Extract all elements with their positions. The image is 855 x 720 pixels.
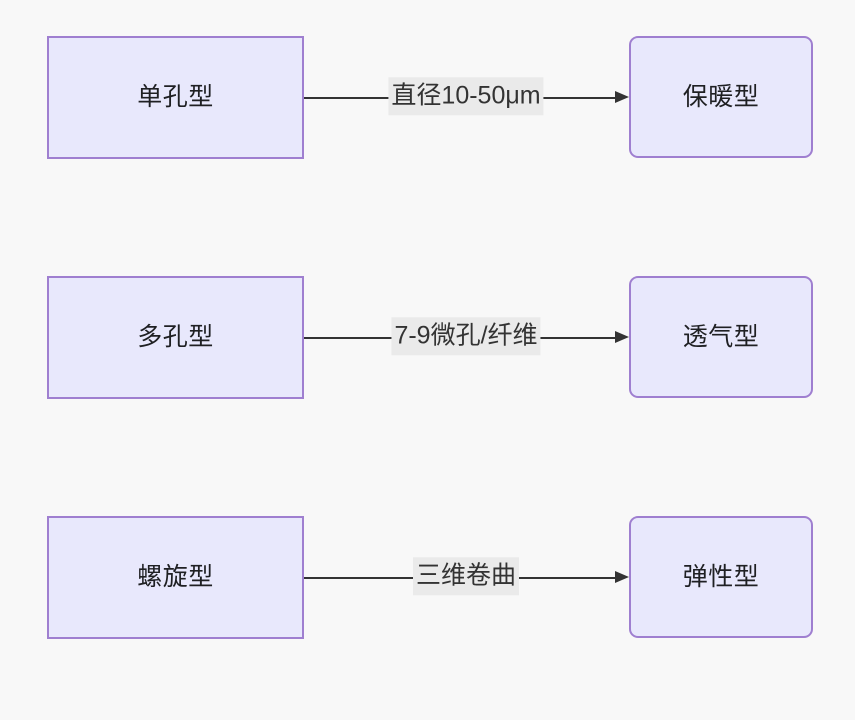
edge-label: 7-9微孔/纤维 (391, 317, 541, 355)
node-source-single-hole[interactable]: 单孔型 (47, 36, 304, 159)
node-label: 弹性型 (682, 562, 760, 591)
node-target-elastic[interactable]: 弹性型 (629, 516, 813, 638)
node-label: 透气型 (682, 322, 760, 351)
flow-row: 螺旋型 三维卷曲 弹性型 (0, 480, 855, 720)
arrowhead-right-icon (615, 91, 629, 103)
node-label: 单孔型 (137, 83, 214, 111)
arrowhead-right-icon (615, 571, 629, 583)
flow-row: 多孔型 7-9微孔/纤维 透气型 (0, 240, 855, 480)
node-target-breathable[interactable]: 透气型 (629, 276, 813, 398)
node-label: 螺旋型 (137, 563, 214, 591)
flow-row: 单孔型 直径10-50μm 保暖型 (0, 0, 855, 240)
node-target-warmth[interactable]: 保暖型 (629, 36, 813, 158)
arrowhead-right-icon (615, 331, 629, 343)
node-label: 保暖型 (682, 82, 760, 111)
node-source-spiral[interactable]: 螺旋型 (47, 516, 304, 639)
node-label: 多孔型 (137, 323, 214, 351)
flowchart-diagram: 单孔型 直径10-50μm 保暖型 多孔型 7-9微孔/纤维 透气型 (0, 0, 855, 639)
edge-label: 三维卷曲 (412, 557, 520, 595)
node-source-multi-hole[interactable]: 多孔型 (47, 276, 304, 399)
edge-label: 直径10-50μm (388, 77, 544, 115)
